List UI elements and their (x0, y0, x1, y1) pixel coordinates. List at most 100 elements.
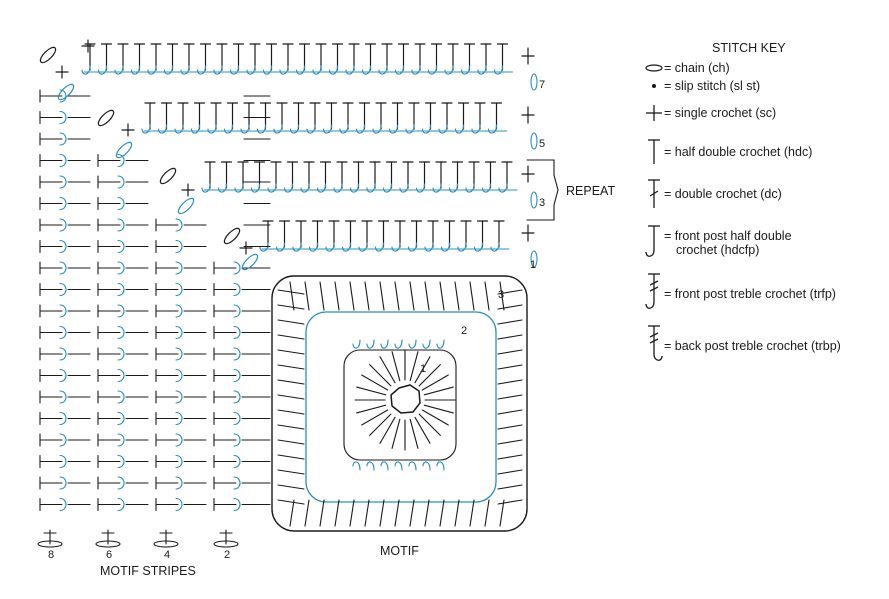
motif-dc (369, 413, 392, 436)
motif-post-stitch (454, 281, 460, 311)
motif-center-ring (390, 384, 421, 414)
motif-post-stitch (277, 469, 305, 475)
hdc-stitch (457, 220, 477, 252)
hdc-stitch (130, 43, 150, 75)
key-item-half-double-crochet: = half double crochet (hdc) (664, 145, 812, 159)
hdc-stitch (487, 102, 507, 134)
hdc-stitch (481, 161, 501, 193)
motif-post-stitch (379, 499, 385, 527)
hdc-stitch (432, 161, 452, 193)
motif-post-stitch (349, 499, 355, 527)
edge-chain (530, 132, 538, 150)
motif-post-stitch (319, 499, 325, 527)
hdc-stitch (493, 43, 513, 75)
motif-hook (380, 461, 389, 471)
motif-post-stitch (469, 499, 475, 527)
stripe-number-4: 4 (164, 549, 170, 561)
corner-chain (115, 141, 133, 159)
hdc-stitch (289, 102, 309, 134)
motif-dc (423, 386, 454, 396)
motif-dc (369, 364, 392, 387)
hdc-stitch (322, 102, 342, 134)
corner-chain (223, 227, 241, 245)
row-number-1: 1 (530, 259, 536, 271)
hdc-stitch (374, 220, 394, 252)
repeat-rows (81, 43, 538, 268)
motif-post-stitch (364, 499, 370, 527)
hdc-stitch (349, 161, 369, 193)
motif-hook (408, 339, 417, 349)
motif-post-stitch (277, 409, 305, 415)
motif-post-stitch (469, 281, 475, 311)
hdc-stitch (213, 43, 233, 75)
hdc-stitch (246, 43, 266, 75)
motif-post-stitch (349, 281, 355, 311)
hdc-stitch (267, 161, 287, 193)
row-number-3: 3 (539, 197, 545, 209)
motif-post-stitch (497, 364, 523, 370)
hdc-stitch (473, 220, 493, 252)
motif-dc (409, 418, 419, 449)
hdc-stitch (345, 43, 365, 75)
hdc-stitch (328, 43, 348, 75)
motif-post-stitch (334, 281, 340, 311)
motif-post-stitch (454, 499, 460, 527)
row-number-7: 7 (539, 79, 545, 91)
hdc-stitch (394, 43, 414, 75)
motif-post-stitch (497, 424, 523, 430)
motif-dc (418, 413, 441, 436)
round-number-1: 1 (420, 363, 426, 375)
motif-hook (394, 461, 403, 471)
key-item-front-post-treble: = front post treble crochet (trfp) (664, 287, 836, 301)
hdc-stitch (229, 43, 249, 75)
motif-post-stitch (497, 484, 523, 490)
motif-post-stitch (304, 281, 310, 311)
motif-post-stitch (277, 289, 305, 295)
half-double-crochet-icon (648, 139, 660, 164)
motif-post-stitch (277, 484, 305, 490)
hdc-stitch (180, 43, 200, 75)
motif-dc (418, 364, 441, 387)
motif-hook (436, 339, 445, 349)
motif-post-stitch (497, 439, 523, 445)
edge-chain (530, 191, 538, 209)
motif-post-stitch (497, 334, 523, 340)
motif-hook (352, 461, 361, 471)
motif-label: MOTIF (380, 544, 419, 558)
hdc-stitch (341, 220, 361, 252)
hdc-stitch (292, 220, 312, 252)
motif-dc (391, 418, 401, 449)
key-item-single-crochet: = single crochet (sc) (664, 106, 776, 120)
hdc-stitch (421, 102, 441, 134)
hdc-stitch (498, 161, 518, 193)
hdc-stitch (477, 43, 497, 75)
motif-post-stitch (277, 424, 305, 430)
hdc-stitch (190, 102, 210, 134)
hdc-stitch (250, 161, 270, 193)
stripe-number-8: 8 (48, 549, 54, 561)
motif-dc (414, 416, 431, 444)
motif-post-stitch (424, 281, 430, 311)
round-number-2: 2 (461, 325, 467, 337)
key-item-front-post-hdc-line2: crochet (hdcfp) (676, 243, 759, 257)
hdc-stitch (97, 43, 117, 75)
front-post-treble-icon (645, 273, 660, 309)
corner-chain (39, 46, 57, 64)
hdc-stitch (424, 220, 444, 252)
motif-post-stitch (409, 281, 415, 311)
motif-post-stitch (304, 499, 310, 527)
front-post-hdc-icon (645, 225, 660, 257)
motif-post-stitch (277, 349, 305, 355)
hdc-stitch (316, 161, 336, 193)
hdc-stitch (217, 161, 237, 193)
motif-post-stitch (497, 379, 523, 385)
row-number-5: 5 (539, 138, 545, 150)
motif-post-stitch (277, 334, 305, 340)
motif-post-stitch (497, 319, 523, 325)
hdc-stitch (372, 102, 392, 134)
stitch-key-title: STITCH KEY (712, 41, 786, 55)
motif-post-stitch (277, 394, 305, 400)
hdc-stitch (163, 43, 183, 75)
back-post-treble-icon (648, 325, 663, 361)
motif-post-stitch (364, 281, 370, 311)
